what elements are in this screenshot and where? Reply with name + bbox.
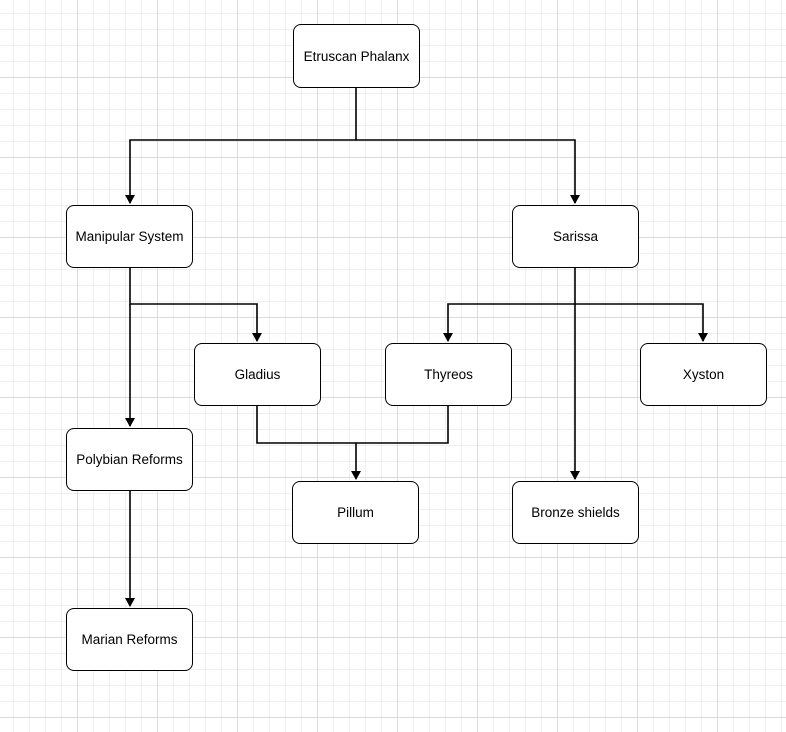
edge-etruscan-to-sarissa [356,139,580,204]
edge-sarissa-to-thyreos [443,268,576,342]
node-thyreos[interactable]: Thyreos [385,343,512,406]
node-marian-reforms[interactable]: Marian Reforms [66,608,193,671]
node-polybian-reforms[interactable]: Polybian Reforms [66,428,193,491]
node-pillum[interactable]: Pillum [292,481,419,544]
node-manipular-system[interactable]: Manipular System [66,205,193,268]
edge-gladius-to-pillum [256,406,361,480]
edge-manipular-to-gladius [129,268,262,342]
node-etruscan-phalanx[interactable]: Etruscan Phalanx [293,24,420,88]
edge-etruscan-to-manipular [125,88,357,204]
node-gladius[interactable]: Gladius [194,343,321,406]
node-bronze-shields[interactable]: Bronze shields [512,481,639,544]
node-xyston[interactable]: Xyston [640,343,767,406]
edge-thyreos-to-pillum [356,406,449,444]
edge-sarissa-to-xyston [575,303,708,342]
node-sarissa[interactable]: Sarissa [512,205,639,268]
